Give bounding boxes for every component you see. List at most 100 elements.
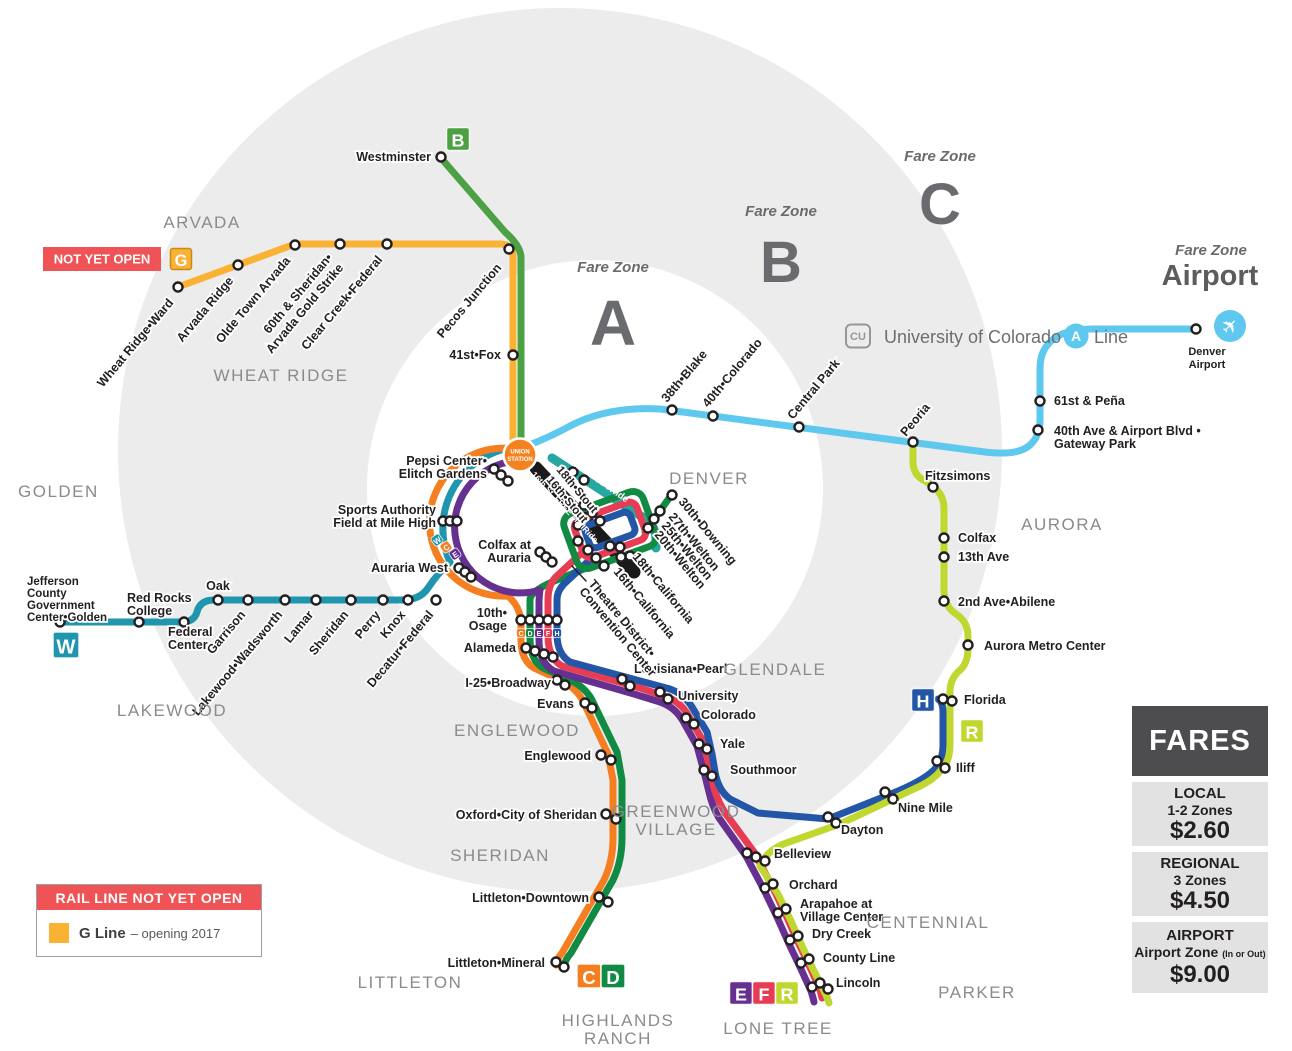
map-label: ENGLEWOOD <box>454 721 580 740</box>
line-box-bg <box>439 540 453 554</box>
a-line-badge <box>1063 323 1089 349</box>
station-dot <box>550 956 562 968</box>
station-dot <box>616 673 628 685</box>
union-station-label: STATION <box>507 457 532 463</box>
station-dot <box>602 896 614 908</box>
map-label: LAKEWOOD <box>117 701 227 720</box>
station-dot <box>593 891 605 903</box>
station-dot <box>1032 424 1044 436</box>
map-label: Dayton <box>841 823 883 837</box>
map-label: 61st & Peña <box>1054 394 1126 408</box>
station-dot <box>946 695 958 707</box>
station-dot <box>279 594 291 606</box>
map-label: GOLDEN <box>18 482 99 501</box>
legend-box: RAIL LINE NOT YET OPEN G Line – opening … <box>36 884 262 957</box>
line-box-d: D <box>525 628 535 638</box>
station-dot <box>345 594 357 606</box>
map-label: AURORA <box>1021 515 1103 534</box>
map-label: DENVER <box>669 469 749 488</box>
line-box-bg <box>959 718 985 744</box>
station-dot <box>662 693 674 705</box>
map-label: GLENDALE <box>724 660 827 679</box>
rail-line-r-line <box>756 440 972 1007</box>
map-label: Iliff <box>956 761 976 775</box>
station-dot <box>698 764 710 776</box>
map-label: Fare Zone <box>904 148 976 165</box>
station-dot <box>551 614 563 626</box>
station-dot <box>430 594 442 606</box>
line-box-bg <box>52 631 80 659</box>
station-dot <box>582 544 594 556</box>
line-box-letter: H <box>554 631 559 638</box>
station-dot <box>879 786 891 798</box>
map-label: Dry Creek <box>812 927 871 941</box>
cu-logo-letters: CU <box>850 331 866 343</box>
station-dot <box>515 614 527 626</box>
map-label: Louisiana•Pearl <box>634 662 727 676</box>
station-dot <box>178 616 190 628</box>
station-dot <box>707 410 719 422</box>
map-label: Aurora Metro Center <box>984 639 1106 653</box>
map-label: 13th Ave <box>958 550 1009 564</box>
line-box-letter: E <box>537 631 542 638</box>
station-dot <box>529 645 541 657</box>
line-box-letter: D <box>606 967 620 988</box>
station-dot <box>377 594 389 606</box>
map-label: Southmoor <box>730 763 797 777</box>
fare-local: LOCAL 1-2 Zones $2.60 <box>1132 782 1268 846</box>
rail-line-a-line <box>523 325 1201 457</box>
g-line-swatch <box>49 923 69 943</box>
station-dot <box>654 686 666 698</box>
station-dot <box>822 983 834 995</box>
line-box-f: F <box>543 628 553 638</box>
line-box-r: R <box>959 718 985 744</box>
legend-line-name: G Line <box>79 924 126 942</box>
map-label: Alameda <box>464 641 517 655</box>
line-box-e: E <box>534 628 544 638</box>
station-dot <box>542 614 554 626</box>
map-label: 40th Ave & Airport Blvd •Gateway Park <box>1054 424 1201 451</box>
fare-airport-price: $9.00 <box>1169 961 1231 988</box>
station-dot <box>563 495 575 507</box>
station-dot <box>907 436 919 448</box>
station-dot <box>938 595 950 607</box>
union-station-badge <box>502 437 538 473</box>
station-dot <box>567 466 579 478</box>
map-label: Nine Mile <box>898 801 953 815</box>
rail-line-b-line <box>437 154 525 452</box>
station-dot <box>654 505 666 517</box>
map-label: University <box>678 689 738 703</box>
line-box-b: B <box>445 126 471 152</box>
station-dot <box>648 513 660 525</box>
map-label: Orchard <box>789 878 838 892</box>
line-box-f: F <box>751 980 777 1006</box>
line-box-letter: C <box>518 631 523 638</box>
station-dot <box>242 594 254 606</box>
station-dot <box>507 349 519 361</box>
rail-line-w-line <box>56 443 520 626</box>
map-label: 10th•Osage <box>469 606 507 633</box>
station-dot <box>538 648 550 660</box>
station-dot <box>793 421 805 433</box>
station-dot <box>558 961 570 973</box>
line-box-w: W <box>52 631 80 659</box>
station-dot <box>552 484 564 496</box>
station-dot <box>741 847 753 859</box>
map-label: Airport <box>1162 260 1259 292</box>
station-dot <box>451 515 463 527</box>
station-dot <box>938 551 950 563</box>
station-dot <box>792 930 804 942</box>
line-box-h: H <box>552 628 562 638</box>
fare-regional: REGIONAL 3 Zones $4.50 <box>1132 852 1268 916</box>
line-box-bg <box>445 126 471 152</box>
line-box-letter: D <box>527 631 532 638</box>
station-dot <box>310 594 322 606</box>
station-dot <box>598 560 610 572</box>
line-box-r: R <box>774 980 800 1006</box>
map-label: Fitzsimons <box>925 469 990 483</box>
